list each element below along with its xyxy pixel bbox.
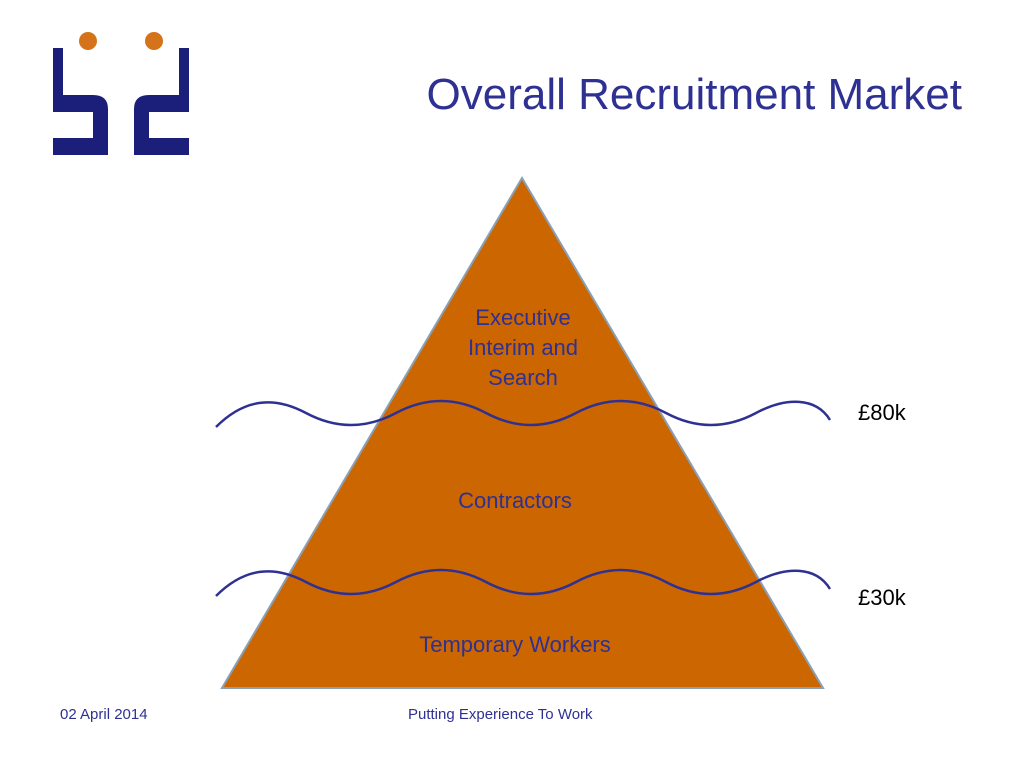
tier-label-executive-line-1: Executive [475,305,571,330]
wave-line-lower [215,568,832,597]
tier-label-contractors: Contractors [458,488,572,513]
tier-label-executive-line-2: Interim and [467,335,579,360]
threshold-label-upper: £80k [858,400,906,425]
logo-dot-right [145,32,163,50]
footer-date: 02 April 2014 [60,706,148,723]
bd-logo-icon [53,32,189,155]
tier-label-executive: Executive Interim and Search [423,303,623,393]
tier-label-temporary-workers: Temporary Workers [419,632,611,657]
pyramid-shape [220,176,825,689]
slide-title: Overall Recruitment Market [426,70,962,119]
logo-right-glyph [134,48,189,155]
threshold-label-lower: £30k [858,585,906,610]
logo-left-glyph [53,48,108,155]
wave-line-upper [215,399,832,428]
tier-label-executive-line-3: Search [488,365,558,390]
logo-dot-left [79,32,97,50]
footer-tagline: Putting Experience To Work [408,706,593,723]
